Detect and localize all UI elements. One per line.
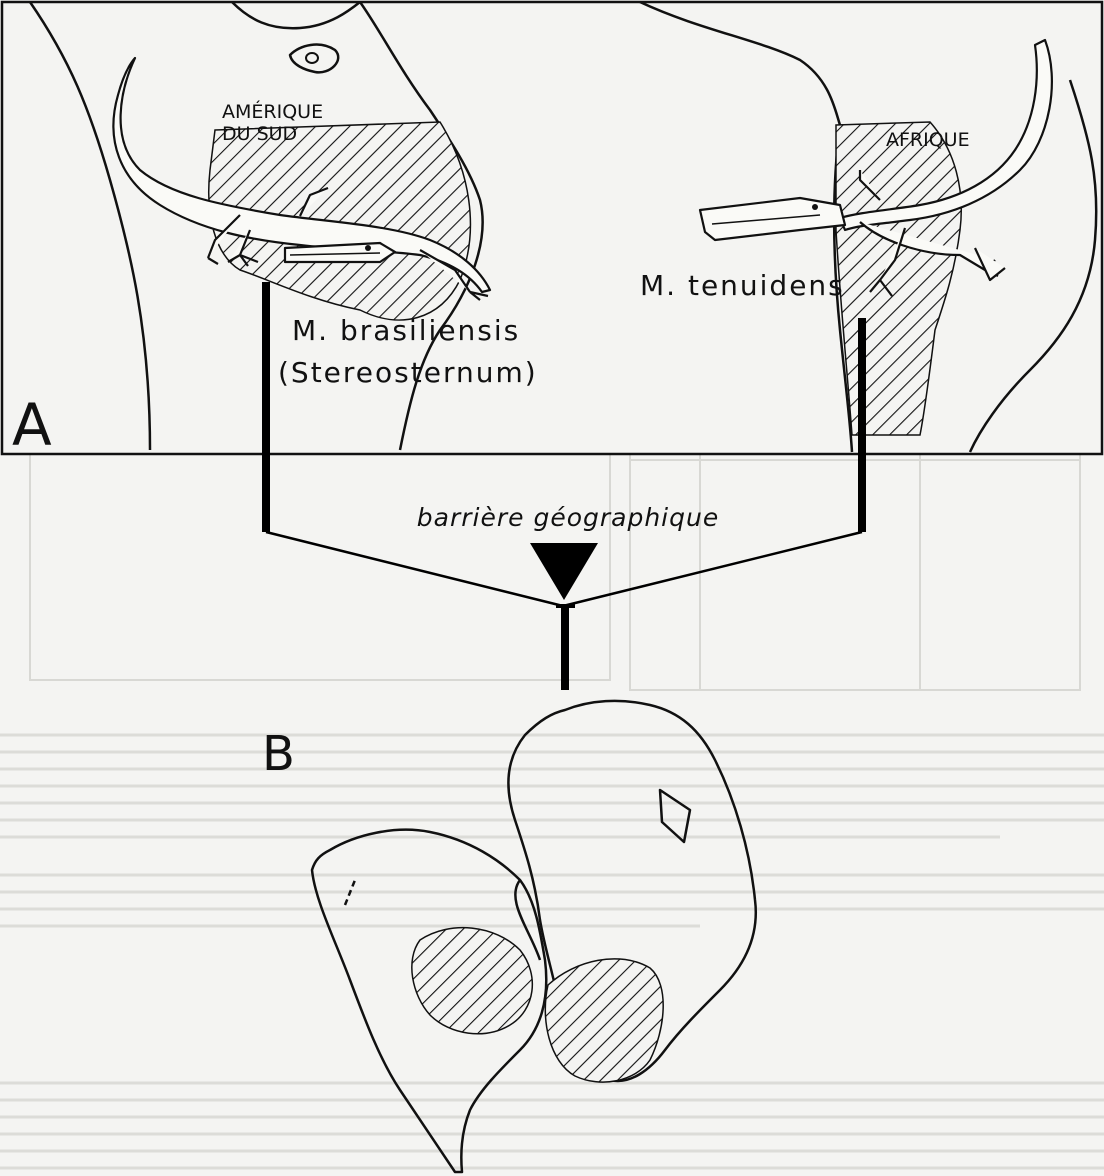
label-stereosternum: (Stereosternum) <box>278 356 538 389</box>
barrier-triangle-icon <box>530 543 598 600</box>
south-america-range-hatch-b <box>412 928 533 1034</box>
label-brasiliensis: M. brasiliensis <box>292 314 520 347</box>
branch-join-right <box>563 532 862 606</box>
label-barriere-geographique: barrière géographique <box>417 503 719 532</box>
label-du-sud: DU SUD <box>222 123 297 145</box>
branch-join-left <box>266 532 563 606</box>
panel-a: AMÉRIQUE DU SUD AFRIQUE M. brasiliensis … <box>2 2 1102 459</box>
label-tenuidens: M. tenuidens <box>640 269 845 302</box>
label-amerique: AMÉRIQUE <box>222 100 323 123</box>
panel-a-letter: A <box>12 391 52 459</box>
panel-b-letter: B <box>262 726 295 782</box>
africa-range-hatch-b <box>545 959 663 1082</box>
label-afrique: AFRIQUE <box>886 129 970 151</box>
